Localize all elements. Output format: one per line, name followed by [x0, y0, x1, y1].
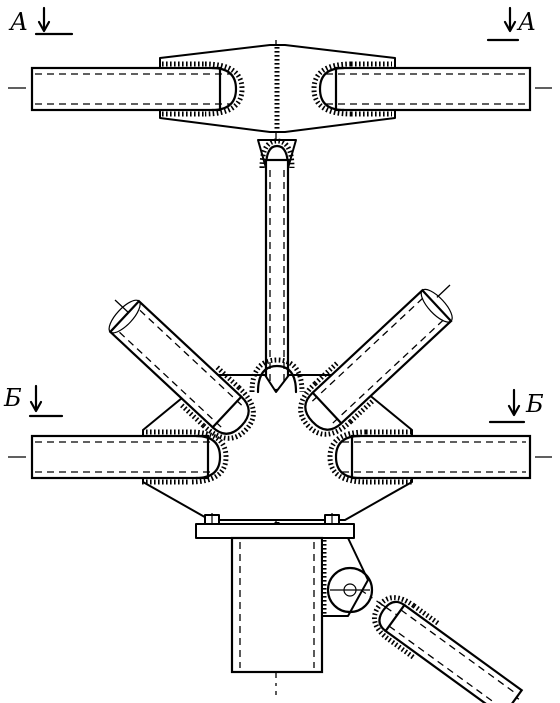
section-mark-mid-left: Б	[3, 384, 64, 418]
left-diagonal-brace	[108, 299, 256, 441]
strut-end-weld	[249, 357, 305, 394]
section-mark-top-right: А	[486, 6, 536, 42]
lower-diagonal-brace	[371, 595, 524, 703]
top-left-chord-tube	[30, 61, 245, 117]
bracket-plate	[321, 537, 369, 617]
lower-right-chord-tube	[327, 429, 532, 485]
section-letter-top-right: А	[516, 8, 536, 36]
bottom-column-tube	[230, 536, 324, 674]
pin-joint-circle	[326, 566, 374, 614]
section-letter-mid-right: Б	[525, 390, 544, 418]
section-mark-mid-right: Б	[488, 388, 544, 424]
section-letter-mid-left: Б	[3, 384, 22, 412]
section-letter-top-left: А	[8, 8, 28, 36]
top-right-chord-tube	[311, 61, 532, 117]
base-plate	[195, 513, 355, 539]
section-mark-top-left: А	[8, 6, 74, 36]
lower-left-chord-tube	[30, 429, 229, 485]
